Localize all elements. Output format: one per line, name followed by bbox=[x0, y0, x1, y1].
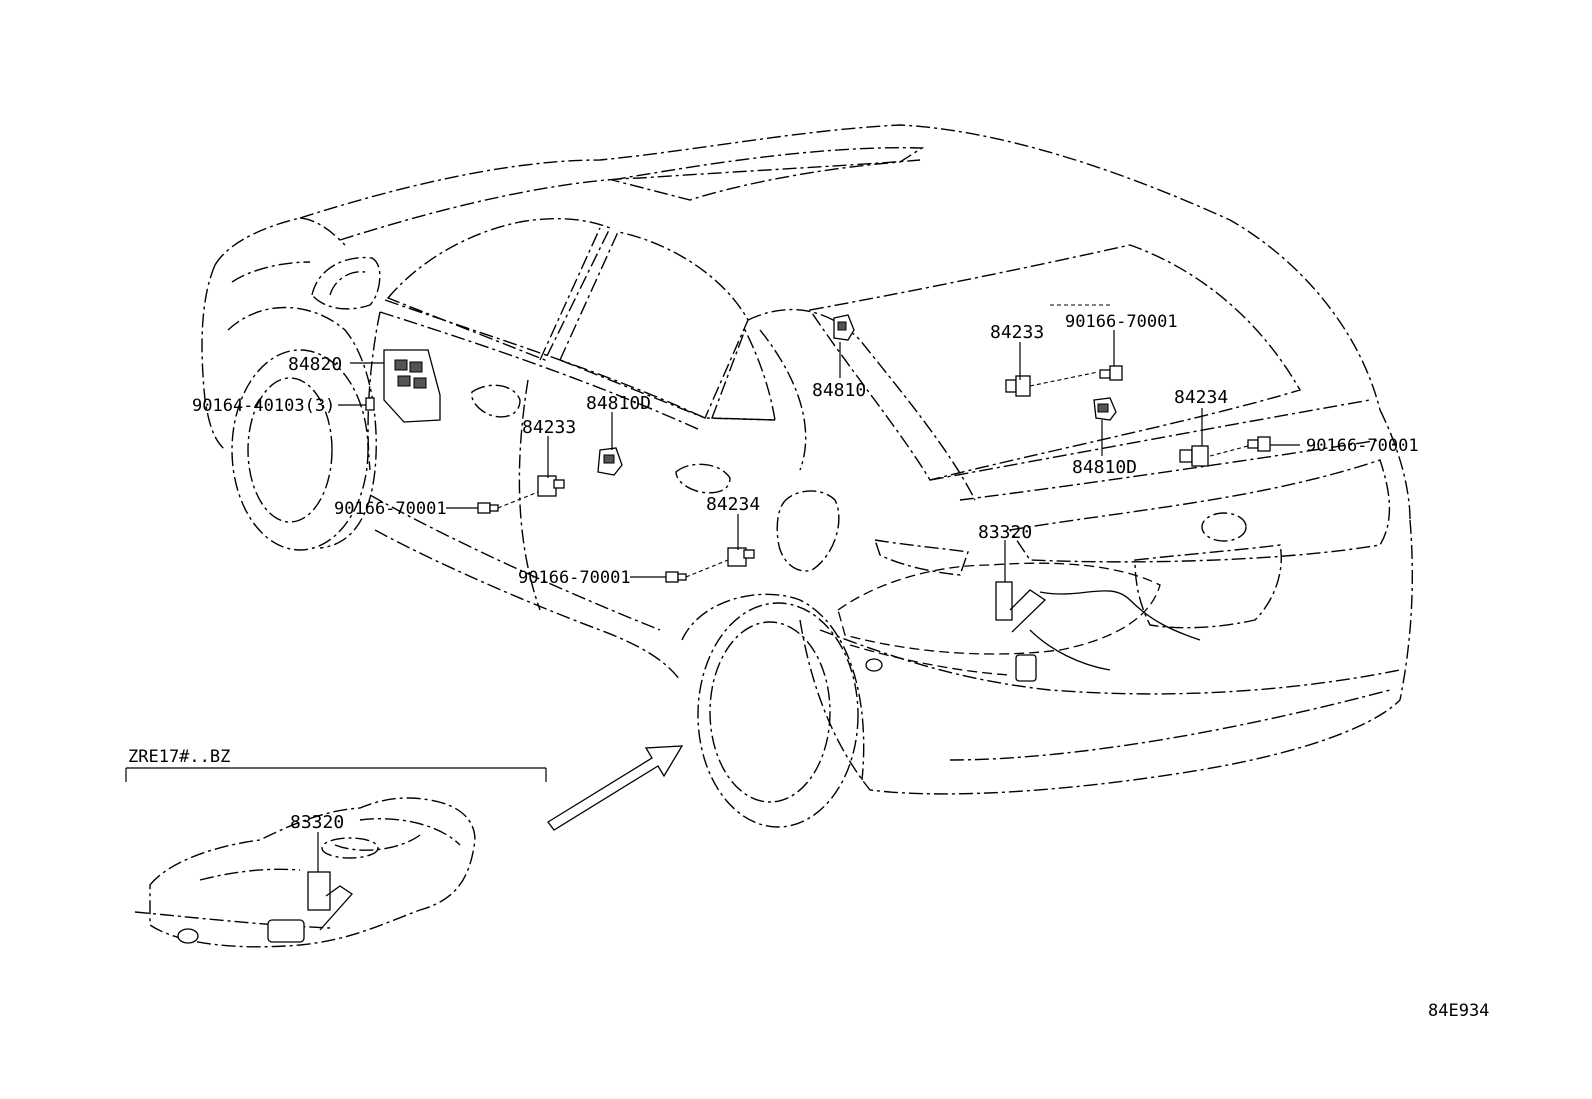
power-window-switch-rear-right bbox=[1093, 397, 1117, 421]
exhaust-tip bbox=[865, 658, 883, 672]
fuel-sender-gauge bbox=[995, 581, 1201, 682]
part-labels: 84820 90164-40103(3) 84233 90166-70001 8… bbox=[128, 312, 1489, 1021]
rear-door-handle bbox=[675, 463, 731, 494]
label-84233-front: 84233 bbox=[522, 417, 576, 438]
label-83320-inset: 83320 bbox=[290, 812, 344, 833]
direction-arrow bbox=[547, 745, 684, 831]
bolt-right-rear bbox=[1247, 436, 1271, 452]
leader-lines bbox=[338, 304, 1300, 582]
label-90166-70001-rear: 90166-70001 bbox=[518, 568, 631, 588]
label-90166-70001-right-rear: 90166-70001 bbox=[1306, 436, 1419, 456]
label-90166-70001-front: 90166-70001 bbox=[334, 499, 447, 519]
figure-code: 84E934 bbox=[1428, 1001, 1489, 1021]
label-84233-right: 84233 bbox=[990, 322, 1044, 343]
label-84810d-left: 84810D bbox=[586, 393, 651, 414]
courtesy-switch-rear-door bbox=[727, 547, 755, 567]
bolt-right-front bbox=[1099, 365, 1123, 381]
front-door-handle bbox=[471, 384, 521, 418]
courtesy-switch-right-rear bbox=[1179, 445, 1209, 467]
label-84810d-right: 84810D bbox=[1072, 457, 1137, 478]
power-window-switch-right-front bbox=[833, 314, 855, 341]
label-84234-left: 84234 bbox=[706, 494, 760, 515]
bolt-front-door bbox=[477, 502, 499, 514]
label-90164-40103: 90164-40103(3) bbox=[192, 396, 335, 416]
label-84820: 84820 bbox=[288, 354, 342, 375]
bolt-rear-door bbox=[665, 571, 687, 583]
inset-label: ZRE17#..BZ bbox=[128, 747, 230, 767]
inset-bracket bbox=[125, 767, 547, 782]
inset-fuel-tank bbox=[134, 797, 476, 948]
screw-90164 bbox=[365, 397, 375, 411]
courtesy-switch-right-front bbox=[1005, 375, 1031, 397]
car-body-outline bbox=[201, 124, 1414, 828]
power-window-switch-rear-left bbox=[597, 447, 623, 476]
power-window-master-switch bbox=[383, 349, 441, 423]
label-90166-70001-right-top: 90166-70001 bbox=[1065, 312, 1178, 332]
label-84810: 84810 bbox=[812, 380, 866, 401]
label-84234-right: 84234 bbox=[1174, 387, 1228, 408]
label-83320-car: 83320 bbox=[978, 522, 1032, 543]
courtesy-switch-front-door bbox=[537, 475, 565, 497]
